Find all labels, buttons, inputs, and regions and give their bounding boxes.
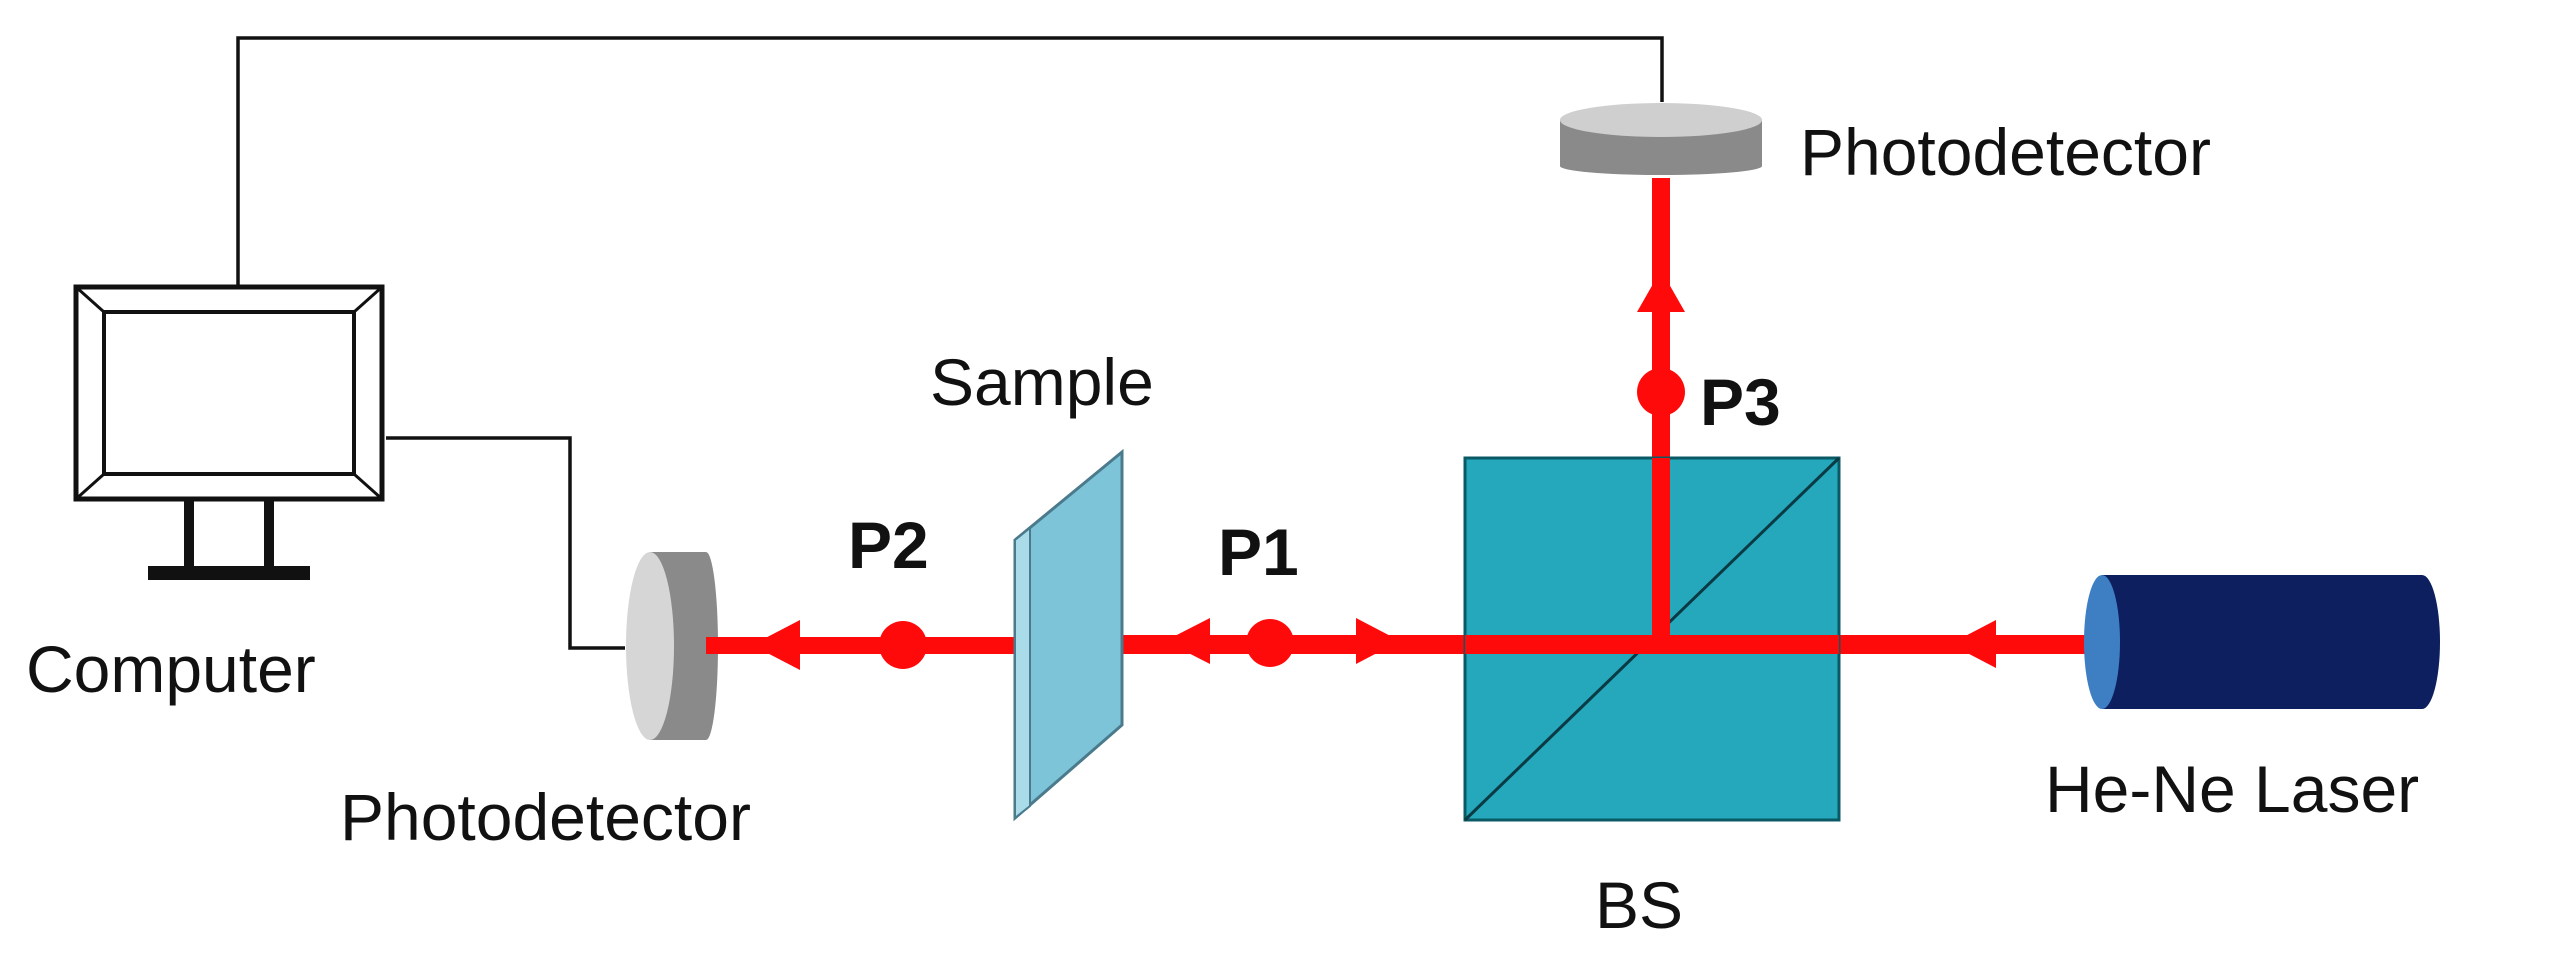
point-p1-label: P1	[1218, 515, 1299, 589]
photodetector-top-icon	[1560, 103, 1762, 175]
signal-wires	[236, 36, 1664, 650]
sample-label: Sample	[930, 345, 1154, 419]
computer-label: Computer	[26, 632, 316, 706]
beam-through-bs	[1465, 458, 1839, 654]
point-p3-marker	[1637, 368, 1685, 416]
arrow-toward-top-detector	[1637, 270, 1685, 312]
wire-top-photodetector-to-computer	[236, 36, 1664, 285]
photodetector-top-label: Photodetector	[1800, 115, 2211, 189]
beam-sample-to-detector	[706, 637, 1016, 654]
beam-splitter-label: BS	[1595, 868, 1683, 942]
laser-beam-paths	[706, 178, 2102, 670]
arrow-laser-to-bs	[1950, 620, 1996, 668]
beam-p1-segment	[1065, 636, 1642, 647]
arrow-toward-bs	[1356, 618, 1400, 664]
wire-left-photodetector-to-computer	[386, 436, 625, 650]
point-p2-label: P2	[848, 508, 929, 582]
photodetector-left-icon	[626, 552, 718, 740]
point-p2-marker	[879, 621, 927, 669]
photodetector-left-label: Photodetector	[340, 780, 751, 854]
arrow-toward-detector	[752, 620, 800, 670]
sample-plate-icon	[1013, 448, 1124, 822]
laser-icon	[2084, 575, 2440, 709]
laser-label: He-Ne Laser	[2045, 752, 2419, 826]
point-p1-marker	[1246, 619, 1294, 667]
point-p3-label: P3	[1700, 365, 1781, 439]
arrow-toward-sample	[1165, 618, 1210, 664]
computer-icon	[73, 284, 385, 580]
